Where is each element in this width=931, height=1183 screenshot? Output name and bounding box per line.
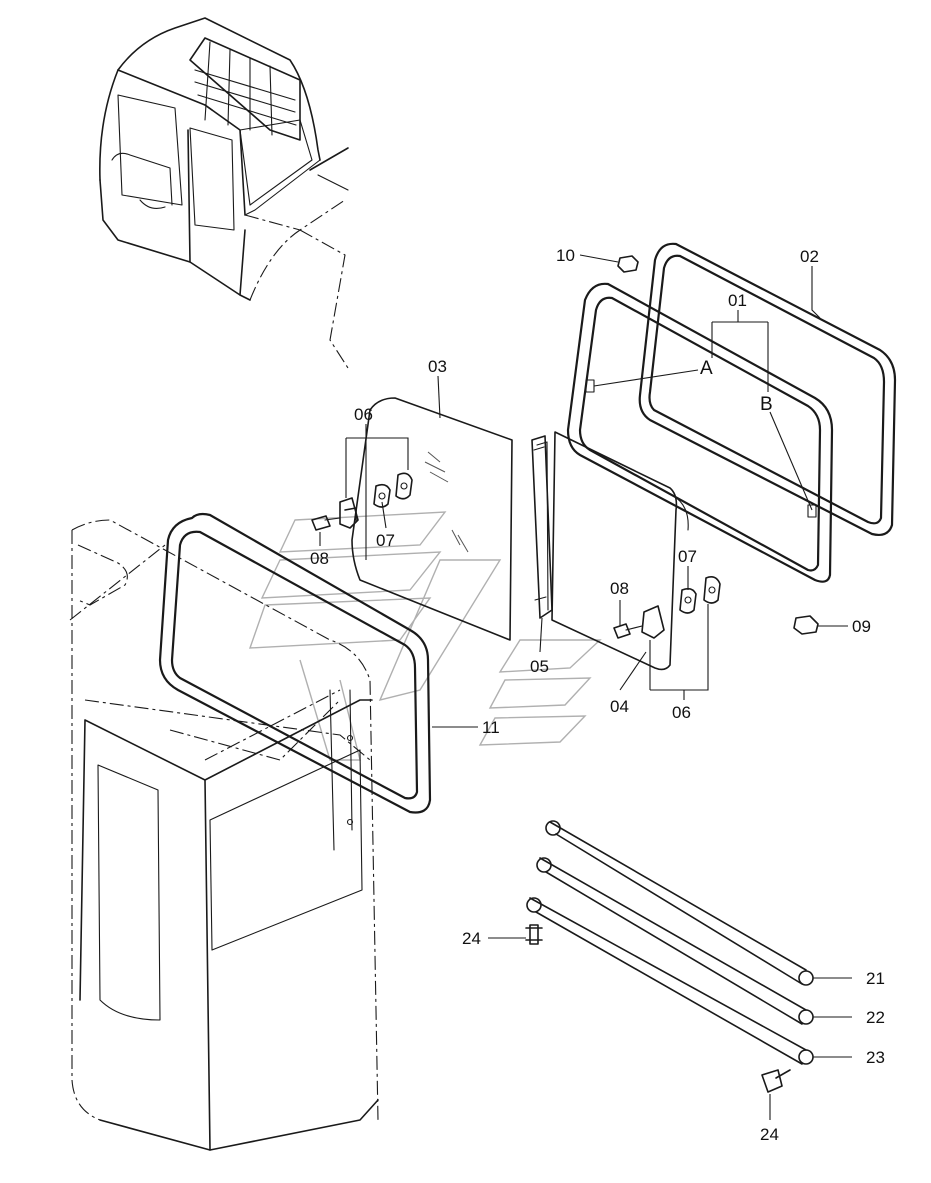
cab-overview-top	[99, 17, 349, 369]
callout-labels: 01 02 03 04 05 06 06 07 07 08 08 09 10 1…	[310, 246, 885, 1144]
latch-assembly-left	[311, 472, 413, 531]
callout-24-upper: 24	[462, 929, 481, 948]
stay-rod-21	[545, 820, 814, 986]
window-frame-01	[566, 282, 834, 583]
callout-24-lower: 24	[760, 1125, 779, 1144]
callout-07-right: 07	[678, 547, 697, 566]
callout-01: 01	[728, 291, 747, 310]
leader-lines	[319, 254, 852, 1120]
callout-08-left: 08	[310, 549, 329, 568]
callout-07-left: 07	[376, 531, 395, 550]
callout-A: A	[700, 358, 713, 379]
stay-rod-23	[526, 897, 814, 1065]
callout-06-left: 06	[354, 405, 373, 424]
stay-rod-22	[536, 857, 814, 1025]
stopper-09	[793, 615, 819, 635]
callout-02: 02	[800, 247, 819, 266]
callout-08-right: 08	[610, 579, 629, 598]
callout-11: 11	[482, 718, 500, 737]
glass-rail-05	[531, 435, 553, 619]
stopper-10	[617, 255, 639, 273]
callout-23: 23	[866, 1048, 885, 1067]
callout-03: 03	[428, 357, 447, 376]
sliding-glass-panel-03	[351, 397, 513, 641]
window-seal-02	[638, 242, 897, 537]
bolt-24-upper	[525, 924, 543, 945]
bolt-24-lower	[761, 1069, 791, 1093]
window-seal-frame	[158, 512, 432, 814]
latch-assembly-right	[613, 576, 721, 639]
watermark-logo	[248, 511, 602, 761]
stay-rods	[526, 820, 814, 1065]
callout-22: 22	[866, 1008, 885, 1027]
callout-10: 10	[556, 246, 575, 265]
callout-06-right: 06	[672, 703, 691, 722]
callout-05: 05	[530, 657, 549, 676]
callout-B: B	[760, 394, 773, 415]
callout-21: 21	[866, 969, 885, 988]
callout-09: 09	[852, 617, 871, 636]
cab-body-bottom	[69, 519, 379, 1151]
callout-04: 04	[610, 697, 629, 716]
